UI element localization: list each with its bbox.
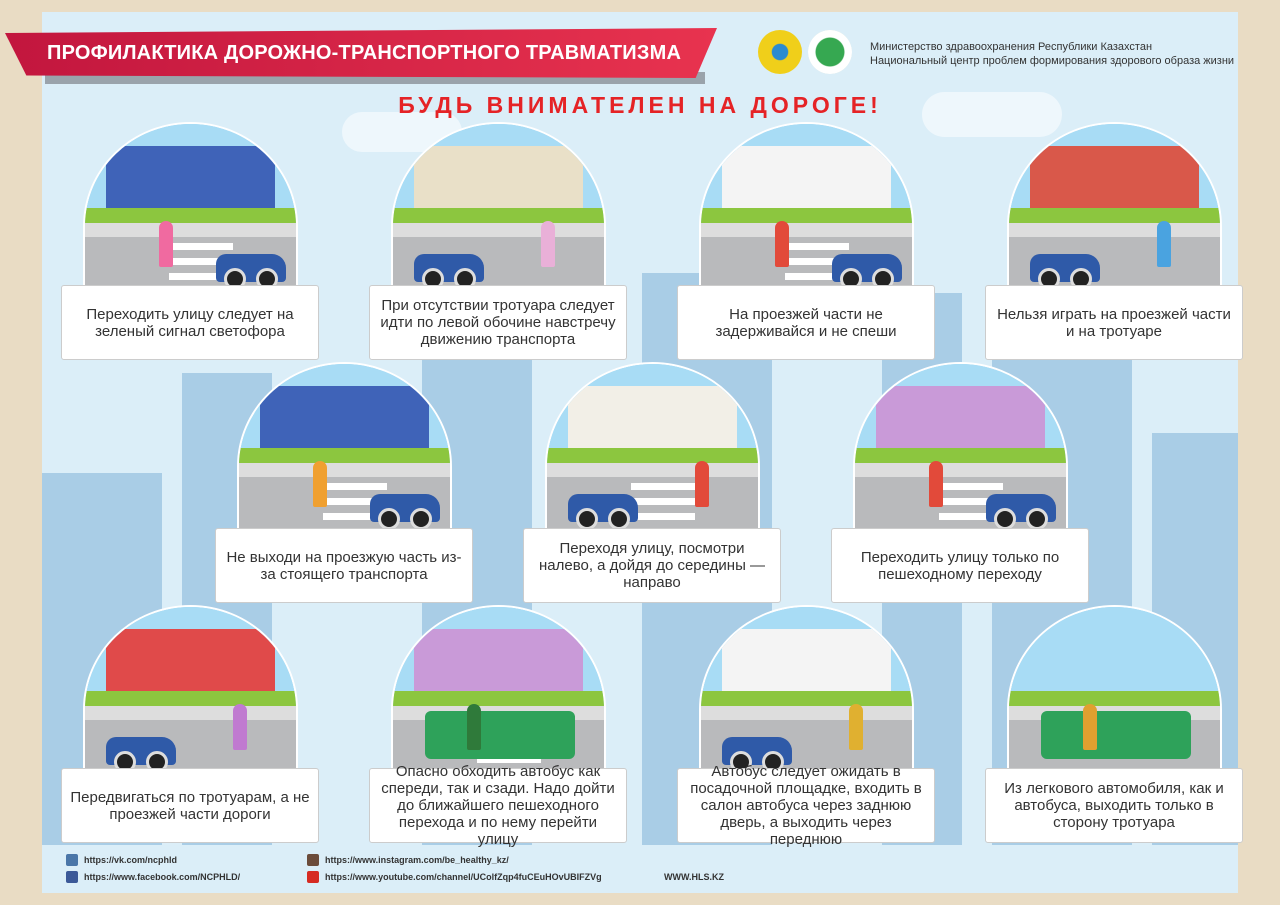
car	[369, 494, 440, 531]
youtube-icon	[307, 871, 319, 883]
facebook-icon	[66, 871, 78, 883]
tip-caption: Передвигаться по тротуарам, а не проезже…	[61, 768, 319, 843]
child	[232, 703, 247, 750]
tip-illustration	[237, 362, 452, 552]
car	[985, 494, 1056, 531]
footer-facebook[interactable]: https://www.facebook.com/NCPHLD/	[66, 871, 240, 883]
tip-caption: Переходить улицу только по пешеходному п…	[831, 528, 1089, 603]
building	[568, 386, 737, 452]
tip-caption: Переходя улицу, посмотри налево, а дойдя…	[523, 528, 781, 603]
site-link[interactable]: WWW.HLS.KZ	[664, 872, 724, 882]
child	[1156, 220, 1171, 267]
car	[722, 737, 793, 774]
child	[312, 460, 327, 507]
child	[540, 220, 555, 267]
vk-link[interactable]: https://vk.com/ncphld	[84, 855, 178, 865]
car	[414, 254, 485, 291]
tip-caption: Из легкового автомобиля, как и автобуса,…	[985, 768, 1243, 843]
tip-illustration	[1007, 122, 1222, 312]
building	[722, 146, 891, 212]
headline: БУДЬ ВНИМАТЕЛЕН НА ДОРОГЕ!	[398, 92, 882, 118]
child	[928, 460, 943, 507]
instagram-icon	[307, 854, 319, 866]
vk-icon	[66, 854, 78, 866]
tip-illustration	[391, 122, 606, 312]
tip-caption: При отсутствии тротуара следует идти по …	[369, 285, 627, 360]
tip-caption: Нельзя играть на проезжей части и на тро…	[985, 285, 1243, 360]
facebook-link[interactable]: https://www.facebook.com/NCPHLD/	[84, 872, 241, 882]
ncphld-logo-icon	[808, 30, 852, 74]
tip-caption: На проезжей части не задерживайся и не с…	[677, 285, 935, 360]
organization-info: Министерство здравоохранения Республики …	[870, 40, 1234, 68]
building	[106, 629, 275, 695]
bus	[1040, 711, 1191, 760]
footer-instagram[interactable]: https://www.instagram.com/be_healthy_kz/	[307, 854, 509, 866]
building	[1030, 629, 1199, 695]
org-line-ministry: Министерство здравоохранения Республики …	[870, 41, 1153, 53]
footer-site[interactable]: WWW.HLS.KZ	[664, 872, 724, 882]
youtube-link[interactable]: https://www.youtube.com/channel/UColfZqp…	[325, 872, 602, 882]
bus	[424, 711, 575, 760]
car	[215, 254, 286, 291]
building	[414, 146, 583, 212]
building	[414, 629, 583, 695]
tip-illustration	[853, 362, 1068, 552]
tip-caption: Автобус следует ожидать в посадочной пло…	[677, 763, 935, 848]
building	[106, 146, 275, 212]
footer-youtube[interactable]: https://www.youtube.com/channel/UColfZqp…	[307, 871, 602, 883]
car	[568, 494, 639, 531]
child	[694, 460, 709, 507]
building	[1030, 146, 1199, 212]
tip-illustration	[83, 122, 298, 312]
tip-illustration	[545, 362, 760, 552]
tip-illustration	[699, 122, 914, 312]
car	[1030, 254, 1101, 291]
child	[774, 220, 789, 267]
child	[1082, 703, 1097, 750]
kazakhstan-emblem-icon	[758, 30, 802, 74]
building	[876, 386, 1045, 452]
car	[106, 737, 177, 774]
org-line-center: Национальный центр проблем формирования …	[870, 55, 1235, 67]
instagram-link[interactable]: https://www.instagram.com/be_healthy_kz/	[325, 855, 509, 865]
building	[722, 629, 891, 695]
child	[848, 703, 863, 750]
tip-caption: Опасно обходить автобус как спереди, так…	[369, 763, 627, 848]
tip-illustration	[699, 605, 914, 795]
tip-illustration	[83, 605, 298, 795]
tip-caption: Не выходи на проезжую часть из-за стояще…	[215, 528, 473, 603]
footer-vk[interactable]: https://vk.com/ncphld	[66, 854, 177, 866]
tip-illustration	[391, 605, 606, 795]
building	[260, 386, 429, 452]
child	[466, 703, 481, 750]
tip-caption: Переходить улицу следует на зеленый сигн…	[61, 285, 319, 360]
tip-illustration	[1007, 605, 1222, 795]
poster-title: ПРОФИЛАКТИКА ДОРОЖНО-ТРАНСПОРТНОГО ТРАВМ…	[5, 28, 717, 78]
car	[831, 254, 902, 291]
child	[158, 220, 173, 267]
